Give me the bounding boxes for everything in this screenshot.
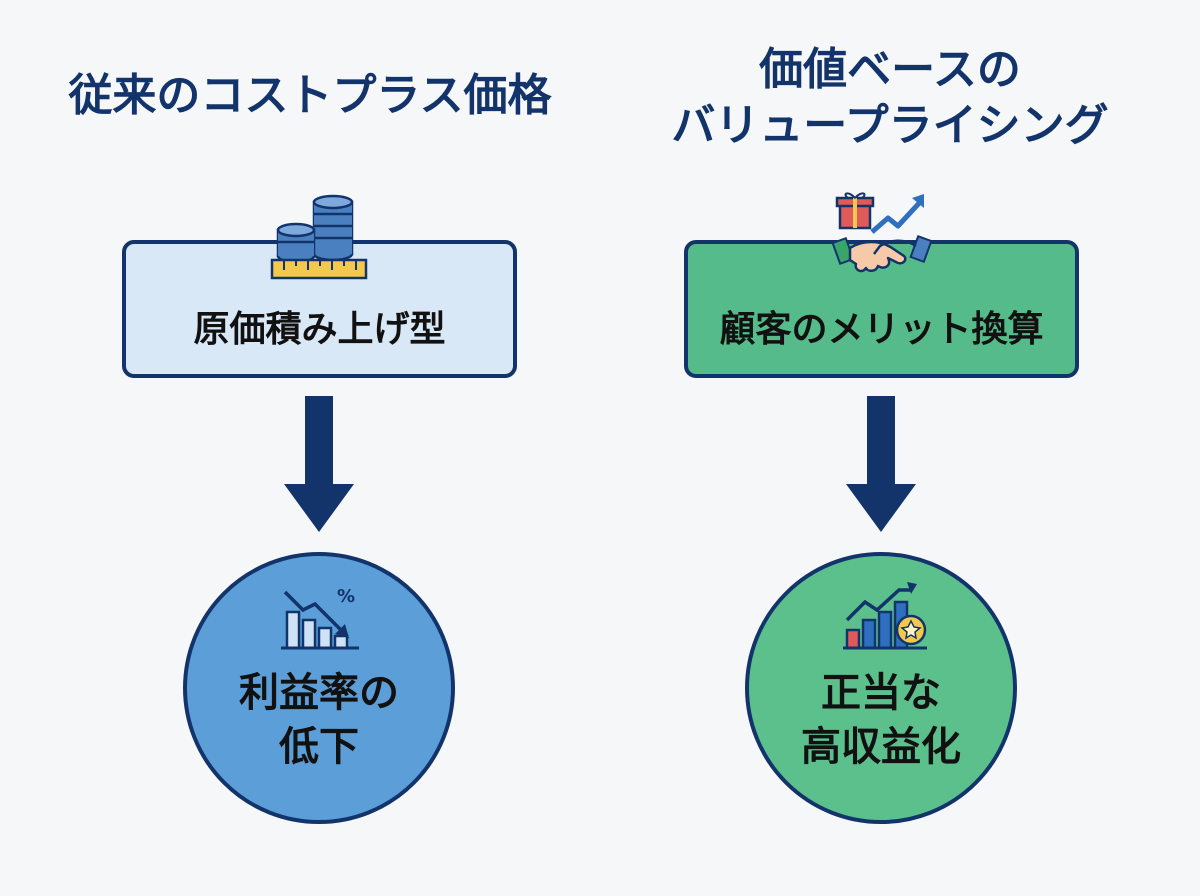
rising-chart-coin-icon — [843, 582, 927, 650]
left-box-label: 原価積み上げ型 — [193, 309, 446, 350]
right-result-line1: 正当な — [821, 670, 941, 716]
coins-ruler-icon — [270, 194, 368, 280]
declining-chart-percent-icon: % — [281, 586, 359, 650]
right-result-circle: 正当な 高収益化 — [745, 552, 1017, 824]
right-result-line2: 高収益化 — [801, 724, 961, 770]
right-title-line2: バリュープライシング — [671, 100, 1109, 151]
right-title-line1: 価値ベースの — [759, 44, 1021, 95]
svg-text:%: % — [337, 586, 355, 607]
handshake-gift-growth-icon — [832, 192, 932, 273]
right-result-text: 正当な 高収益化 — [749, 666, 1013, 774]
right-box-label: 顧客のメリット換算 — [719, 309, 1044, 350]
left-result-text: 利益率の 低下 — [187, 666, 451, 774]
left-title: 従来のコストプラス価格 — [20, 68, 600, 124]
left-result-line1: 利益率の — [239, 670, 399, 716]
left-result-circle: % 利益率の 低下 — [183, 552, 455, 824]
left-down-arrow — [284, 396, 354, 532]
right-down-arrow — [846, 396, 916, 532]
right-title: 価値ベースの バリュープライシング — [600, 42, 1180, 154]
left-result-line2: 低下 — [279, 724, 359, 770]
left-title-text: 従来のコストプラス価格 — [68, 70, 552, 121]
